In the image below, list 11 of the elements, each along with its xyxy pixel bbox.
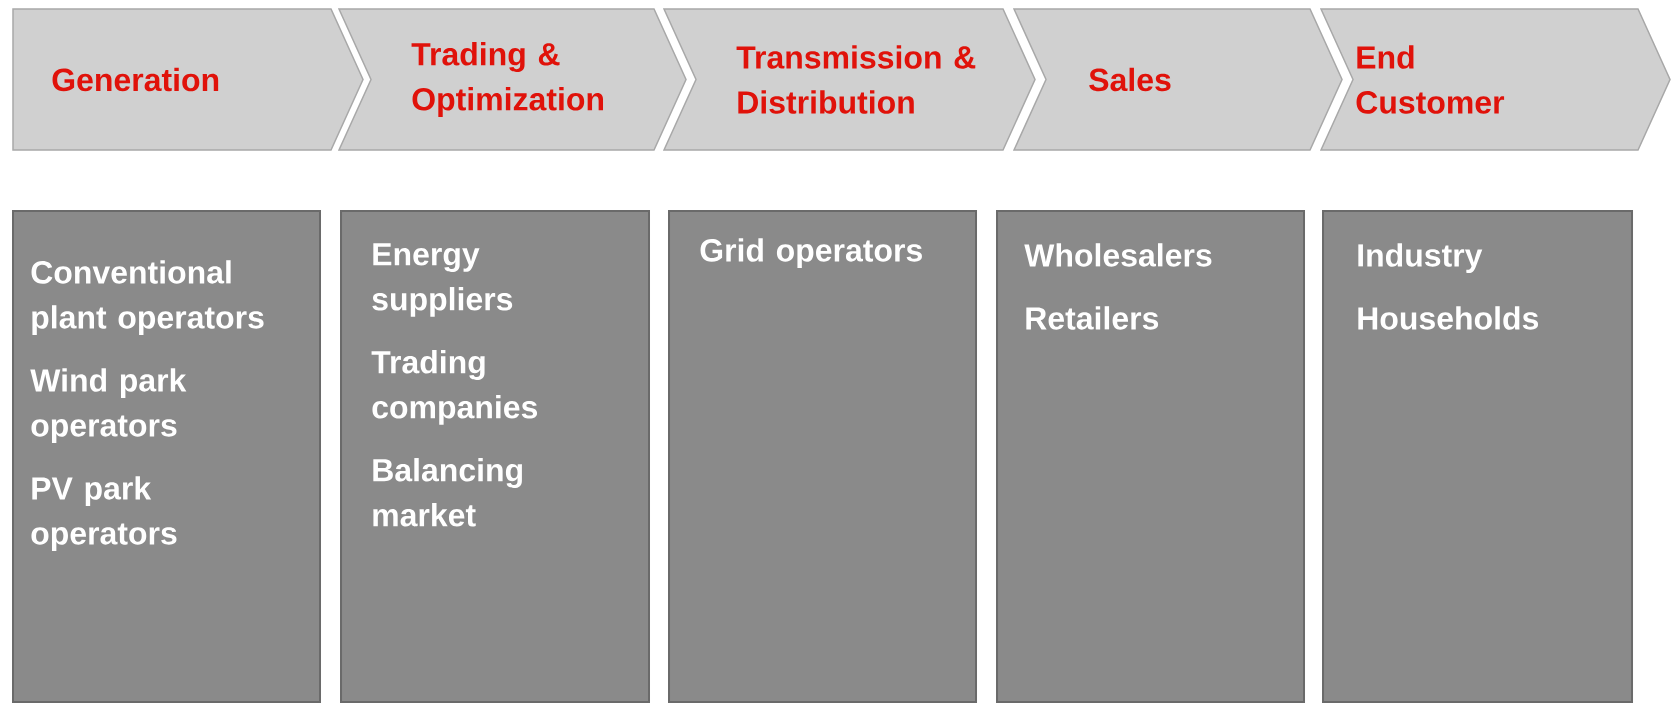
chevron-step: Trading & Optimization [337, 8, 687, 151]
actor-column: Energy suppliers Trading companies Balancing market [340, 210, 650, 703]
actor-column: Grid operators [668, 210, 977, 703]
node-label: End Customer [1356, 45, 1505, 114]
chevron-step: End Customer [1319, 8, 1671, 151]
actor-column: Wholesalers Retailers [996, 210, 1305, 703]
chevron-step: Sales [1012, 8, 1343, 151]
actor-column: Conventional plant operators Wind park operators PV park operators [12, 210, 321, 703]
chevron-step: Transmission & Distribution [662, 8, 1036, 151]
actor-column: Industry Households [1322, 210, 1633, 703]
chevron-step: Generation [12, 8, 364, 151]
